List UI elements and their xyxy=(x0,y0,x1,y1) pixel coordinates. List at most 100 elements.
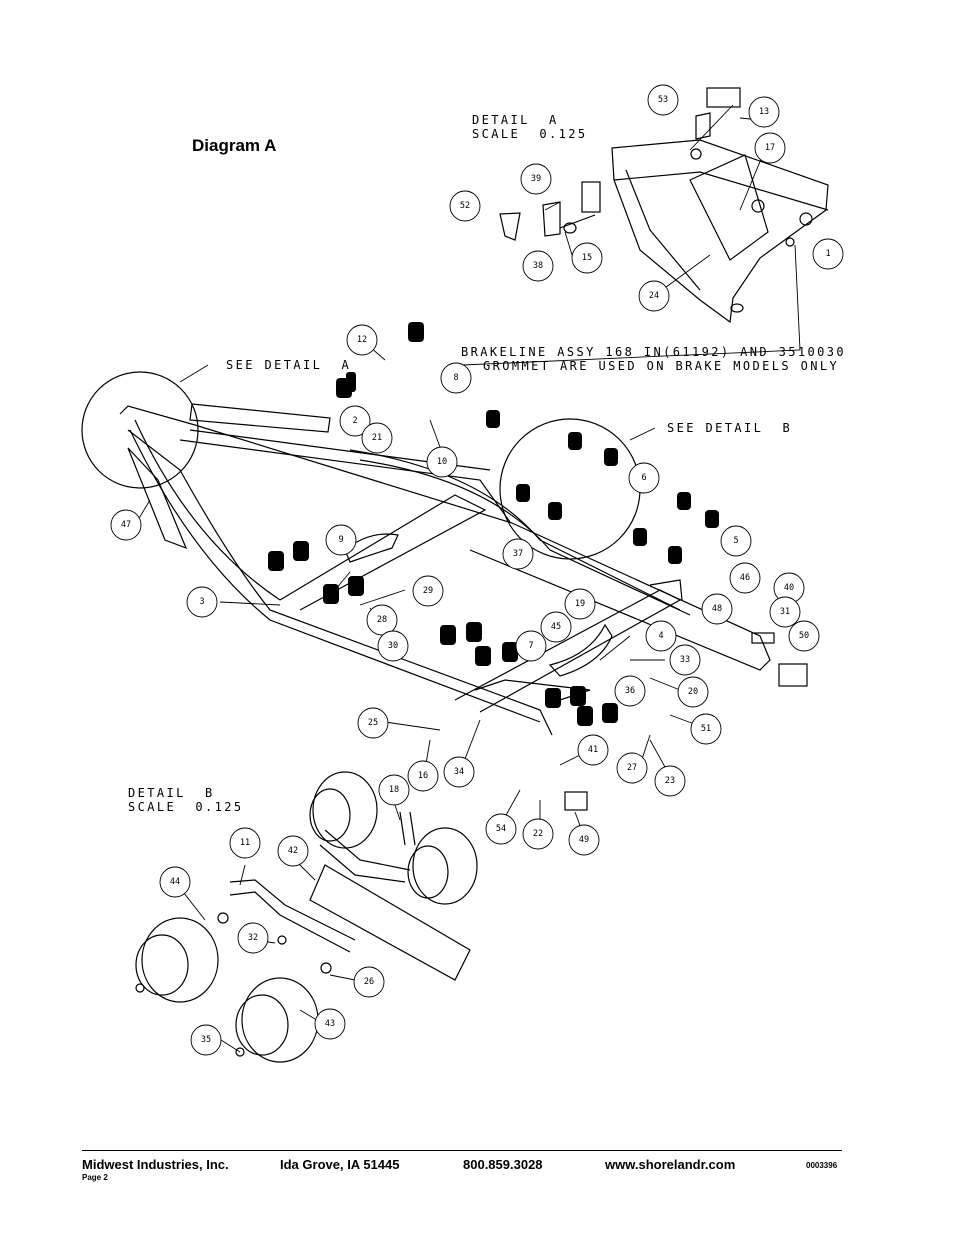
callout-12: 12 xyxy=(346,324,378,356)
leader-lines xyxy=(134,104,801,1053)
callout-11: 11 xyxy=(229,827,261,859)
callout-51: 51 xyxy=(690,713,722,745)
callout-32: 32 xyxy=(237,922,269,954)
callout-number: 23 xyxy=(665,776,675,786)
detail-b-line1: DETAIL B xyxy=(128,786,215,800)
callout-53: 53 xyxy=(647,84,679,116)
callout-circle xyxy=(614,675,646,707)
callout-30: 30 xyxy=(377,630,409,662)
callout-circle xyxy=(729,562,761,594)
callout-number: 7 xyxy=(528,641,533,651)
callout-circle xyxy=(502,538,534,570)
callout-50: 50 xyxy=(788,620,820,652)
callout-circle xyxy=(540,611,572,643)
callout-8: 8 xyxy=(440,362,472,394)
callout-40: 40 xyxy=(773,572,805,604)
detail-b-line2: SCALE 0.125 xyxy=(128,800,244,814)
detail-a-line2: SCALE 0.125 xyxy=(472,127,588,141)
see-detail-a: SEE DETAIL A xyxy=(226,358,352,372)
callout-number: 38 xyxy=(533,261,543,271)
callout-circle xyxy=(353,966,385,998)
callout-circle xyxy=(443,756,475,788)
callout-number: 15 xyxy=(582,253,592,263)
callout-circle xyxy=(677,676,709,708)
callout-number: 37 xyxy=(513,549,523,559)
callout-number: 50 xyxy=(799,631,809,641)
callout-circle xyxy=(407,760,439,792)
callout-2: 2 xyxy=(339,405,371,437)
callout-number: 42 xyxy=(288,846,298,856)
callout-number: 20 xyxy=(688,687,698,697)
callout-number: 24 xyxy=(649,291,659,301)
callout-number: 51 xyxy=(701,724,711,734)
callout-circle xyxy=(568,824,600,856)
callout-circle xyxy=(645,620,677,652)
callout-number: 43 xyxy=(325,1019,335,1029)
callout-number: 4 xyxy=(658,631,663,641)
callout-number: 18 xyxy=(389,785,399,795)
callout-23: 23 xyxy=(654,765,686,797)
callout-circle xyxy=(449,190,481,222)
callout-number: 49 xyxy=(579,835,589,845)
callout-circle xyxy=(237,922,269,954)
callout-circle xyxy=(346,324,378,356)
callout-number: 3 xyxy=(199,597,204,607)
callout-number: 39 xyxy=(531,174,541,184)
callout-circle xyxy=(339,405,371,437)
callout-9: 9 xyxy=(325,524,357,556)
callout-29: 29 xyxy=(412,575,444,607)
callout-21: 21 xyxy=(361,422,393,454)
callout-49: 49 xyxy=(568,824,600,856)
callout-number: 9 xyxy=(338,535,343,545)
callout-circle xyxy=(110,509,142,541)
footer-city: Ida Grove, IA 51445 xyxy=(280,1157,400,1172)
callout-circle xyxy=(638,280,670,312)
callout-6: 6 xyxy=(628,462,660,494)
callout-number: 17 xyxy=(765,143,775,153)
detail-b-label: DETAIL B SCALE 0.125 xyxy=(128,786,244,814)
callout-number: 19 xyxy=(575,599,585,609)
callout-52: 52 xyxy=(449,190,481,222)
callout-number: 10 xyxy=(437,457,447,467)
callout-20: 20 xyxy=(677,676,709,708)
callout-number: 29 xyxy=(423,586,433,596)
callout-number: 26 xyxy=(364,977,374,987)
footer-doc-number: 0003396 xyxy=(806,1161,838,1170)
callout-circle xyxy=(669,644,701,676)
callout-circle xyxy=(377,630,409,662)
callout-circle xyxy=(812,238,844,270)
callout-circle xyxy=(159,866,191,898)
callout-circle xyxy=(485,813,517,845)
callout-number: 12 xyxy=(357,335,367,345)
callout-circle xyxy=(229,827,261,859)
callout-19: 19 xyxy=(564,588,596,620)
callout-31: 31 xyxy=(769,596,801,628)
callout-circle xyxy=(186,586,218,618)
callout-48: 48 xyxy=(701,593,733,625)
brakeline-note: BRAKELINE ASSY 168 IN(61192) AND 3510030… xyxy=(461,345,846,373)
callout-number: 13 xyxy=(759,107,769,117)
callout-37: 37 xyxy=(502,538,534,570)
callout-number: 5 xyxy=(733,536,738,546)
brakeline-line1: BRAKELINE ASSY 168 IN(61192) AND 3510030 xyxy=(461,345,846,359)
callout-number: 46 xyxy=(740,573,750,583)
brakeline-line2: GROMMET ARE USED ON BRAKE MODELS ONLY xyxy=(483,359,840,373)
callout-39: 39 xyxy=(520,163,552,195)
see-detail-b: SEE DETAIL B xyxy=(667,421,793,435)
callout-number: 25 xyxy=(368,718,378,728)
callout-54: 54 xyxy=(485,813,517,845)
footer-phone: 800.859.3028 xyxy=(463,1157,543,1172)
callout-number: 22 xyxy=(533,829,543,839)
detail-b-assembly xyxy=(135,771,478,1063)
callout-16: 16 xyxy=(407,760,439,792)
callout-43: 43 xyxy=(314,1008,346,1040)
footer-page: Page 2 xyxy=(82,1173,108,1182)
callout-number: 48 xyxy=(712,604,722,614)
callout-number: 35 xyxy=(201,1035,211,1045)
callout-circle xyxy=(277,835,309,867)
callout-circle xyxy=(522,818,554,850)
callout-number: 21 xyxy=(372,433,382,443)
callout-33: 33 xyxy=(669,644,701,676)
callout-number: 6 xyxy=(641,473,646,483)
